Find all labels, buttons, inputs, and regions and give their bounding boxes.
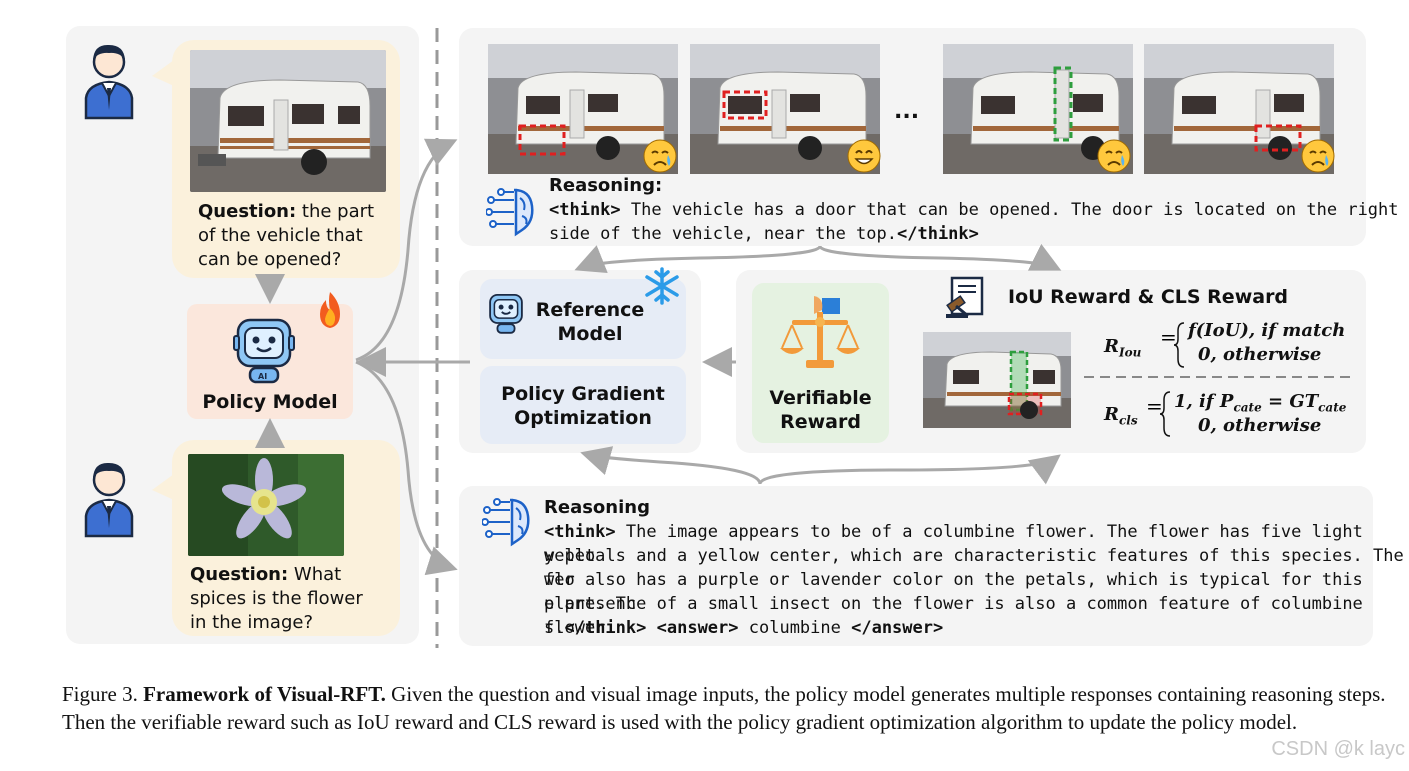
question-label: Question: bbox=[190, 564, 289, 585]
reference-model-line1: Reference bbox=[535, 299, 645, 321]
figure-caption: Figure 3. Framework of Visual-RFT. Given… bbox=[62, 680, 1392, 736]
caption-title: Framework of Visual-RFT. bbox=[143, 682, 386, 706]
reasoning-text: The vehicle has a door that can be opene… bbox=[620, 200, 1399, 220]
formula-iou-case1: f(IoU), if match bbox=[1188, 320, 1346, 341]
scale-icon bbox=[780, 296, 860, 368]
watermark: CSDN @k layc bbox=[1271, 738, 1405, 760]
formula-cls: Rcls bbox=[1104, 404, 1138, 428]
smiling-emoji-icon bbox=[847, 139, 881, 173]
brain-circuit-icon bbox=[482, 498, 530, 547]
question-vehicle-line2: of the vehicle that bbox=[198, 225, 363, 246]
answer-tag: <answer> bbox=[656, 618, 739, 638]
reasoning-flower-line4: e presence of a small insect on the flow… bbox=[544, 594, 1363, 638]
crying-emoji-icon bbox=[1097, 139, 1131, 173]
reasoning-text: The image appears to be of a columbine f… bbox=[544, 522, 1363, 566]
formula-iou: RIou bbox=[1104, 336, 1141, 360]
brace-iou: = bbox=[1160, 322, 1185, 368]
formula-lhs: R bbox=[1104, 336, 1119, 357]
question-flower-line3: in the image? bbox=[190, 612, 314, 633]
reasoning-text: s. bbox=[544, 618, 565, 638]
reasoning-vehicle-line2: side of the vehicle, near the top.</thin… bbox=[549, 222, 979, 246]
answer-close-tag: </answer> bbox=[851, 618, 944, 638]
question-flower-line2: spices is the flower bbox=[190, 588, 363, 609]
flower-image bbox=[188, 454, 344, 556]
reasoning-title: Reasoning bbox=[544, 497, 650, 518]
document-gavel-icon bbox=[946, 276, 984, 318]
question-text: the part bbox=[296, 201, 375, 222]
policy-model-label: Policy Model bbox=[202, 391, 338, 413]
brace-cls: = bbox=[1146, 391, 1171, 437]
robot-icon bbox=[489, 293, 523, 334]
think-close-tag: </think> bbox=[564, 618, 647, 638]
crying-emoji-icon bbox=[643, 139, 677, 173]
brain-circuit-icon bbox=[486, 188, 534, 237]
formula-iou-case2: 0, otherwise bbox=[1198, 344, 1322, 365]
think-tag: <think> bbox=[544, 522, 616, 542]
formula-text: 1, if P bbox=[1174, 391, 1234, 412]
answer-text: columbine bbox=[738, 618, 852, 638]
bubble-tail bbox=[152, 474, 174, 500]
question-flower-line1: Question: What bbox=[190, 563, 341, 587]
caravan-reward-image bbox=[923, 332, 1071, 428]
caravan-thumb-2 bbox=[690, 44, 880, 174]
crying-emoji-icon bbox=[1301, 139, 1335, 173]
caravan-thumb-3 bbox=[943, 44, 1133, 174]
fire-icon bbox=[320, 292, 340, 328]
verifiable-reward-line1: Verifiable bbox=[769, 387, 872, 409]
think-tag: <think> bbox=[549, 200, 621, 220]
policy-gradient-box bbox=[480, 366, 686, 444]
svg-text:=: = bbox=[1160, 325, 1177, 349]
formula-cls-case2: 0, otherwise bbox=[1198, 415, 1322, 436]
reference-model-line2: Model bbox=[557, 323, 623, 345]
flower-reasoning-panel bbox=[459, 486, 1373, 646]
snowflake-icon bbox=[645, 267, 679, 305]
reasoning-flower-line2: w petals and a yellow center, which are … bbox=[544, 546, 1404, 590]
formula-sub: Iou bbox=[1118, 345, 1142, 360]
robot-icon: AI bbox=[233, 318, 295, 384]
question-vehicle-line3: can be opened? bbox=[198, 249, 342, 270]
reasoning-text: side of the vehicle, near the top. bbox=[549, 224, 897, 244]
policy-gradient-line1: Policy Gradient bbox=[501, 383, 665, 405]
user-icon bbox=[84, 462, 134, 538]
divider-dashed bbox=[435, 28, 439, 648]
ellipsis: ... bbox=[894, 99, 920, 124]
policy-gradient-line2: Optimization bbox=[514, 407, 652, 429]
caption-body: Given the question and visual image inpu… bbox=[62, 682, 1386, 734]
reasoning-flower-line5: s.</think> <answer> columbine </answer> bbox=[544, 616, 943, 640]
reasoning-flower-line1: <think> The image appears to be of a col… bbox=[544, 520, 1409, 568]
svg-text:=: = bbox=[1146, 394, 1163, 418]
formula-sub: cate bbox=[1233, 400, 1262, 415]
formula-text: = GT bbox=[1261, 391, 1319, 412]
reward-title: IoU Reward & CLS Reward bbox=[1008, 286, 1289, 308]
caption-prefix: Figure 3. bbox=[62, 682, 144, 706]
reasoning-title: Reasoning: bbox=[549, 175, 663, 196]
formula-sub: cls bbox=[1118, 413, 1138, 428]
caravan-image bbox=[190, 50, 386, 192]
think-close-tag: </think> bbox=[897, 224, 979, 244]
formula-lhs: R bbox=[1104, 404, 1119, 425]
user-icon bbox=[84, 44, 134, 120]
verifiable-reward-line2: Reward bbox=[780, 411, 861, 433]
formula-divider bbox=[1084, 376, 1356, 378]
question-text: What bbox=[288, 564, 342, 585]
question-vehicle-line1: Question: the part bbox=[198, 200, 374, 224]
flow-arrows bbox=[255, 138, 1062, 576]
svg-text:AI: AI bbox=[258, 372, 267, 381]
reasoning-flower-line3: wer also has a purple or lavender color … bbox=[544, 570, 1363, 614]
formula-cls-case1: 1, if Pcate = GTcate bbox=[1174, 391, 1346, 415]
reasoning-vehicle-line1: <think> The vehicle has a door that can … bbox=[549, 198, 1399, 222]
question-label: Question: bbox=[198, 201, 297, 222]
formula-sub: cate bbox=[1318, 400, 1347, 415]
bubble-tail bbox=[152, 60, 174, 86]
